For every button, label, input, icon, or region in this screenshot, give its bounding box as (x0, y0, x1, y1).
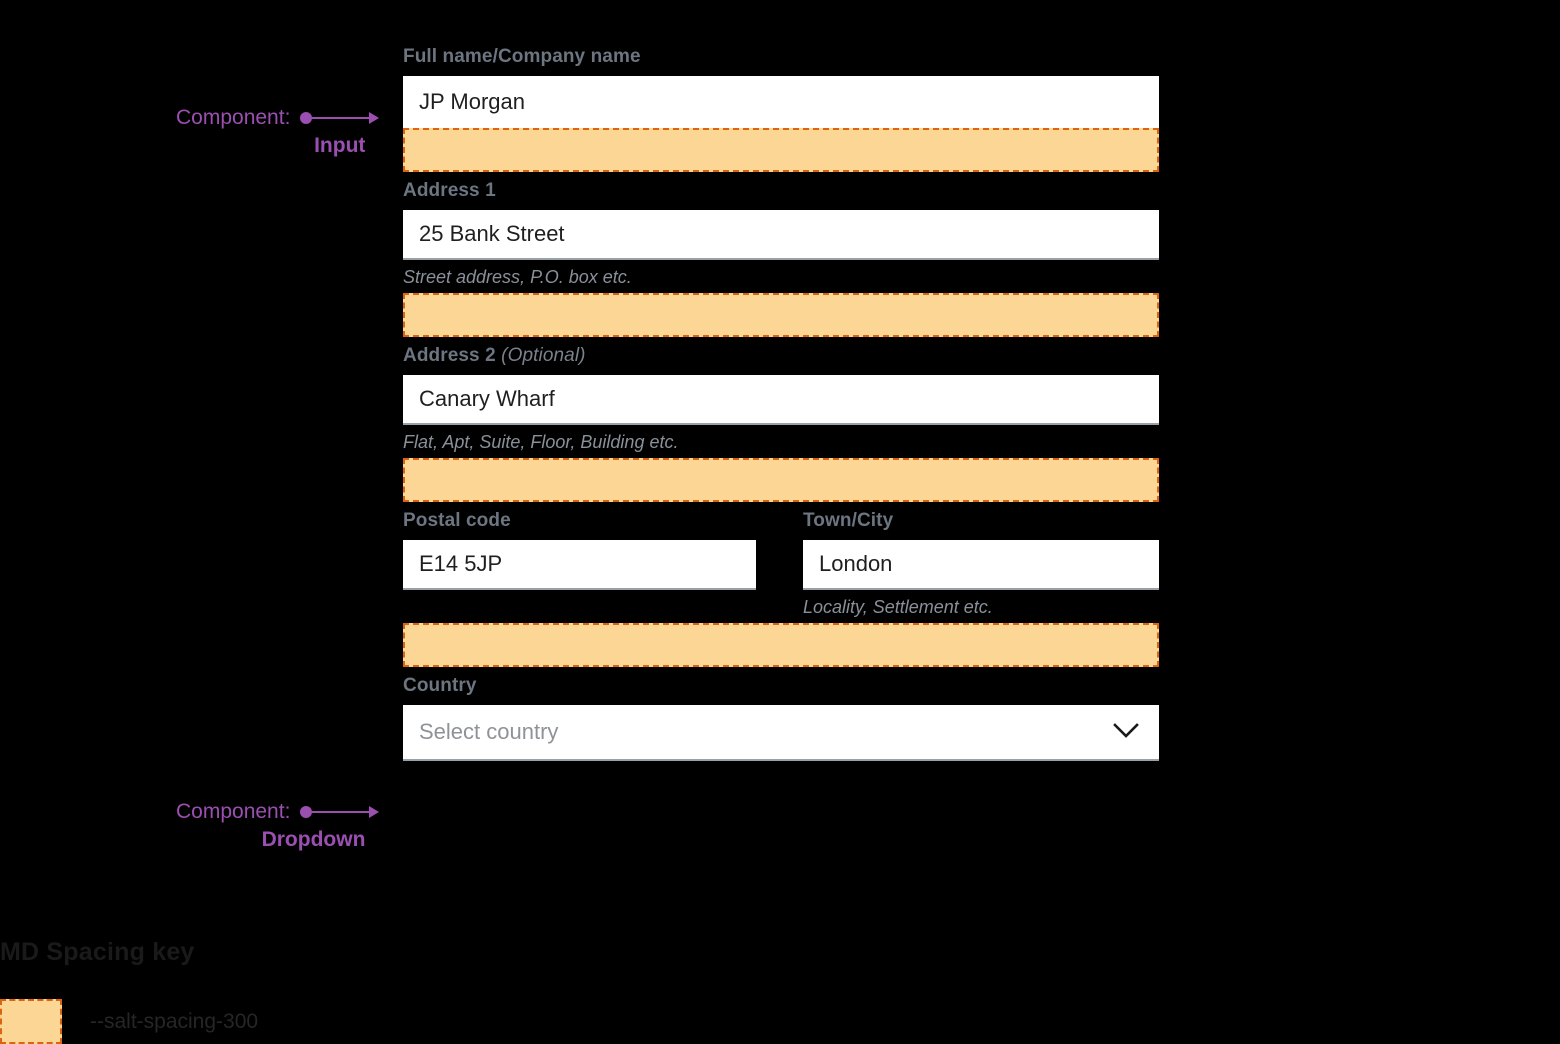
address2-value: Canary Wharf (419, 386, 555, 411)
address1-value: 25 Bank Street (419, 221, 565, 246)
chevron-down-icon[interactable] (1113, 719, 1139, 745)
spacing-block-300 (403, 293, 1159, 337)
country-label: Country (403, 675, 477, 696)
full-name-input[interactable]: JP Morgan (403, 76, 1159, 128)
annotation-component-name: Dropdown (261, 828, 366, 852)
annotation-input: Component: Input (176, 104, 380, 161)
annotation-kind-label: Component: (176, 800, 291, 823)
address2-label: Address 2 (Optional) (403, 343, 1159, 369)
spacing-block-300 (403, 128, 1159, 172)
postal-code-value: E14 5JP (419, 551, 503, 576)
address-form: Full name/Company name JP Morgan Address… (403, 44, 1159, 761)
annotation-dot-icon (300, 112, 313, 125)
address2-input[interactable]: Canary Wharf (403, 375, 1159, 425)
town-city-value: London (819, 551, 893, 576)
address2-helper-text: Flat, Apt, Suite, Floor, Building etc. (403, 432, 679, 452)
annotation-arrow-icon (369, 806, 380, 819)
annotation-leader-line (312, 811, 371, 814)
postal-town-row: Postal code E14 5JP Town/City London Loc… (403, 508, 1159, 623)
country-dropdown[interactable]: Select country (403, 705, 1159, 761)
annotation-component-name: Input (314, 134, 366, 158)
postal-code-column: Postal code E14 5JP (403, 508, 756, 623)
town-city-helper-text: Locality, Settlement etc. (803, 597, 993, 617)
spacing-block-300 (403, 623, 1159, 667)
town-city-column: Town/City London Locality, Settlement et… (803, 508, 1159, 623)
address1-label: Address 1 (403, 180, 496, 201)
address2-label-text: Address 2 (403, 345, 496, 366)
address1-helper-text: Street address, P.O. box etc. (403, 267, 632, 287)
annotation-leader-line (312, 117, 371, 120)
annotation-dot-icon (300, 806, 313, 819)
column-gap (756, 508, 803, 623)
address2-optional-tag: (Optional) (501, 345, 586, 366)
full-name-value: JP Morgan (419, 89, 525, 114)
spacing-swatch (0, 999, 62, 1044)
town-city-label: Town/City (803, 510, 894, 531)
address1-input[interactable]: 25 Bank Street (403, 210, 1159, 260)
spacing-key-item: --salt-spacing-300 (0, 999, 258, 1044)
annotation-arrow-icon (369, 112, 380, 125)
town-city-input[interactable]: London (803, 540, 1159, 590)
spacing-block-300 (403, 458, 1159, 502)
spacing-token-label: --salt-spacing-300 (90, 1009, 259, 1033)
annotation-dropdown: Component: Dropdown (176, 798, 380, 855)
country-placeholder: Select country (419, 719, 559, 744)
full-name-label: Full name/Company name (403, 46, 641, 67)
spacing-key-title: MD Spacing key (0, 938, 195, 966)
postal-code-input[interactable]: E14 5JP (403, 540, 756, 590)
annotation-kind-label: Component: (176, 106, 291, 129)
postal-code-label: Postal code (403, 510, 511, 531)
